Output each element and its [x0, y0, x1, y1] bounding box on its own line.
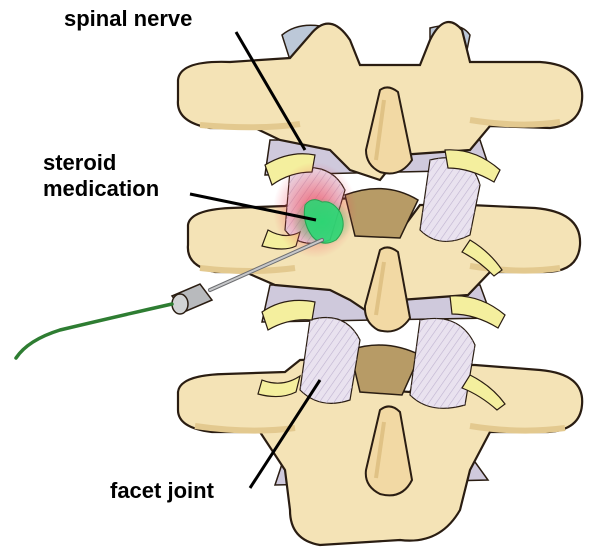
vertebra-upper: [178, 22, 582, 180]
label-facet-joint: facet joint: [110, 478, 214, 503]
vertebra-lower: [178, 345, 582, 545]
vertebra-middle: [188, 189, 580, 332]
syringe-hub: [172, 284, 212, 314]
label-spinal-nerve: spinal nerve: [64, 6, 192, 31]
label-medication: medication: [43, 176, 159, 201]
label-steroid: steroid: [43, 150, 116, 175]
